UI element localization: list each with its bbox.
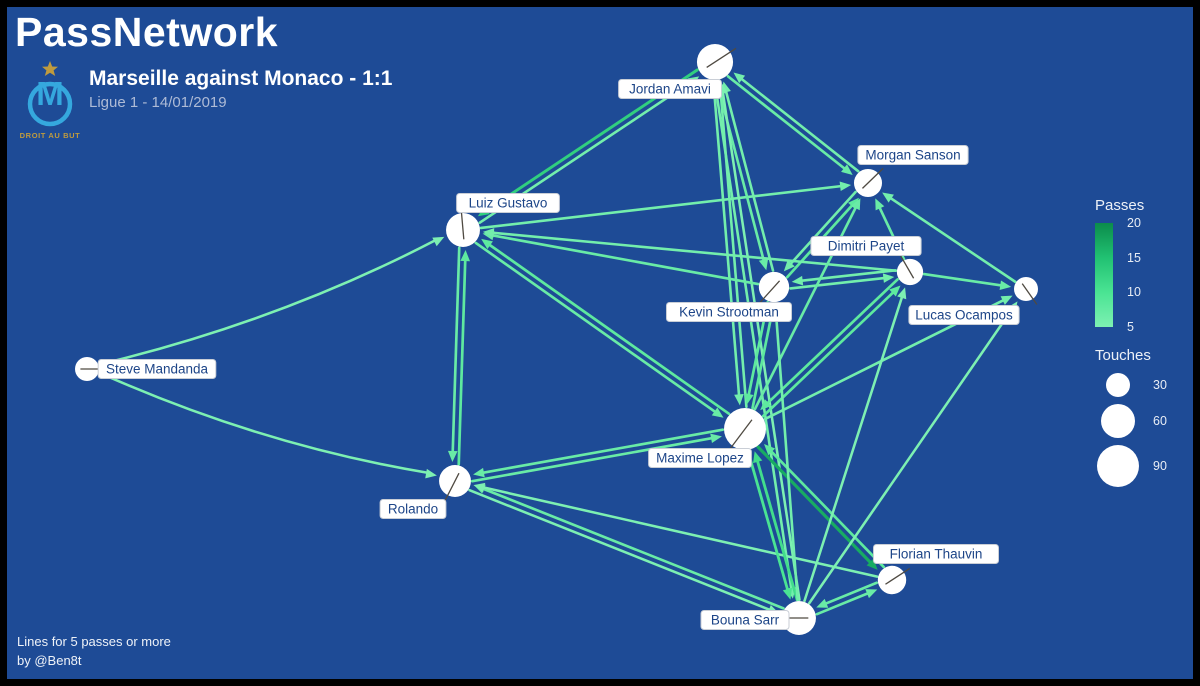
pass-edge-lopez-payet bbox=[761, 285, 901, 418]
pass-edge-sarr-rolando bbox=[473, 484, 785, 610]
pass-edge-payet-lopez bbox=[760, 278, 899, 411]
pass-edge-thauvin-sarr bbox=[816, 581, 879, 608]
touches-size-circle bbox=[1101, 404, 1135, 438]
leader-line-payet bbox=[899, 254, 915, 279]
player-label-rolando: Rolando bbox=[379, 499, 447, 519]
touches-size-circle bbox=[1106, 373, 1130, 397]
touches-size-label: 60 bbox=[1153, 414, 1167, 428]
pass-edge-rolando-lopez bbox=[470, 433, 722, 483]
legend-passes: Passes 20 15 10 5 bbox=[1095, 197, 1145, 334]
passes-tick-label: 10 bbox=[1127, 285, 1141, 300]
player-name: Morgan Sanson bbox=[865, 148, 960, 163]
player-name: Kevin Strootman bbox=[679, 305, 779, 320]
passes-tick-label: 15 bbox=[1127, 250, 1141, 265]
leader-lines-layer bbox=[80, 47, 1038, 619]
leader-line-amavi bbox=[706, 47, 737, 68]
player-label-lopez: Maxime Lopez bbox=[648, 448, 752, 468]
match-header: Marseille against Monaco - 1:1 Ligue 1 -… bbox=[89, 67, 392, 111]
touches-size-label: 90 bbox=[1153, 459, 1167, 473]
pass-edge-sarr-lopez bbox=[753, 451, 799, 602]
player-label-ocampos: Lucas Ocampos bbox=[908, 305, 1020, 325]
player-label-strootman: Kevin Strootman bbox=[666, 302, 792, 322]
leader-line-rolando bbox=[444, 472, 460, 502]
player-label-gustavo: Luiz Gustavo bbox=[456, 193, 560, 213]
pass-edge-sarr-payet bbox=[803, 287, 907, 603]
player-name: Jordan Amavi bbox=[629, 82, 711, 97]
touches-size-label: 30 bbox=[1153, 378, 1167, 392]
pass-edge-ocampos-sanson bbox=[882, 192, 1017, 284]
leader-line-strootman bbox=[758, 280, 781, 304]
touches-legend-row: 60 bbox=[1095, 404, 1167, 438]
player-name: Maxime Lopez bbox=[656, 451, 744, 466]
pass-edge-amavi-sanson bbox=[726, 75, 853, 175]
match-title: Marseille against Monaco - 1:1 bbox=[89, 67, 393, 90]
passes-gradient-bar bbox=[1095, 223, 1113, 327]
player-name: Lucas Ocampos bbox=[915, 308, 1013, 323]
player-label-payet: Dimitri Payet bbox=[810, 236, 922, 256]
player-name: Florian Thauvin bbox=[890, 547, 983, 562]
pass-edge-amavi-sarr bbox=[713, 80, 796, 599]
legend-passes-gradient: 20 15 10 5 bbox=[1095, 216, 1144, 334]
footnote: Lines for 5 passes or more by @Ben8t bbox=[17, 633, 171, 671]
marseille-club-logo-icon: M DROIT AU BUT bbox=[20, 61, 81, 140]
pass-edge-mandanda-rolando bbox=[98, 371, 437, 479]
player-label-sanson: Morgan Sanson bbox=[857, 145, 969, 165]
pass-edge-strootman-payet bbox=[789, 273, 895, 290]
pass-edge-rolando-gustavo bbox=[457, 250, 471, 466]
legend-passes-title: Passes bbox=[1095, 197, 1145, 214]
pass-edge-sanson-strootman bbox=[783, 190, 857, 272]
footnote-credit: by @Ben8t bbox=[17, 653, 82, 669]
leader-line-sanson bbox=[862, 167, 884, 189]
leader-line-ocampos bbox=[1021, 283, 1038, 305]
pass-edge-lopez-thauvin bbox=[756, 445, 878, 570]
pass-edge-sanson-amavi bbox=[733, 72, 860, 173]
pass-edge-lopez-rolando bbox=[473, 428, 725, 478]
pass-edge-gustavo-lopez bbox=[474, 241, 724, 418]
player-label-thauvin: Florian Thauvin bbox=[873, 544, 999, 564]
player-label-sarr: Bouna Sarr bbox=[700, 610, 790, 630]
passes-tick-label: 20 bbox=[1127, 216, 1141, 230]
player-name: Dimitri Payet bbox=[828, 239, 905, 254]
player-name: Bouna Sarr bbox=[711, 613, 780, 628]
touches-legend-row: 90 bbox=[1095, 445, 1167, 487]
pass-edge-sarr-thauvin bbox=[815, 589, 878, 616]
pass-edge-rolando-sarr bbox=[468, 488, 780, 614]
svg-text:M: M bbox=[36, 75, 64, 112]
pass-edge-thauvin-lopez bbox=[764, 443, 886, 569]
pass-edge-gustavo-rolando bbox=[447, 246, 461, 462]
player-name: Steve Mandanda bbox=[106, 362, 209, 377]
pass-edge-thauvin-rolando bbox=[473, 482, 879, 578]
player-name: Rolando bbox=[388, 502, 438, 517]
player-label-amavi: Jordan Amavi bbox=[618, 79, 722, 99]
leader-line-thauvin bbox=[885, 567, 911, 585]
pass-edge-gustavo-sanson bbox=[479, 181, 852, 230]
touches-size-circle bbox=[1097, 445, 1139, 487]
passes-tick-label: 5 bbox=[1127, 320, 1134, 334]
page-title: PassNetwork bbox=[15, 9, 279, 55]
svg-text:DROIT AU BUT: DROIT AU BUT bbox=[20, 131, 81, 140]
pass-edge-lopez-sarr bbox=[746, 449, 793, 600]
pass-edge-payet-strootman bbox=[791, 269, 897, 286]
legend-touches-title: Touches bbox=[1095, 347, 1151, 364]
pass-edge-lopez-gustavo bbox=[481, 238, 731, 416]
player-name: Luiz Gustavo bbox=[469, 196, 548, 211]
pass-edge-payet-ocampos bbox=[922, 272, 1012, 290]
legend-touches: Touches 30 60 90 bbox=[1095, 347, 1167, 487]
touches-legend-row: 30 bbox=[1095, 373, 1167, 397]
league-date: Ligue 1 - 14/01/2019 bbox=[89, 94, 227, 111]
pass-edge-amavi-lopez bbox=[712, 79, 744, 406]
footnote-threshold: Lines for 5 passes or more bbox=[17, 634, 171, 650]
player-label-mandanda: Steve Mandanda bbox=[97, 359, 217, 379]
pass-edge-mandanda-gustavo bbox=[97, 236, 445, 366]
leader-line-lopez bbox=[727, 419, 753, 452]
